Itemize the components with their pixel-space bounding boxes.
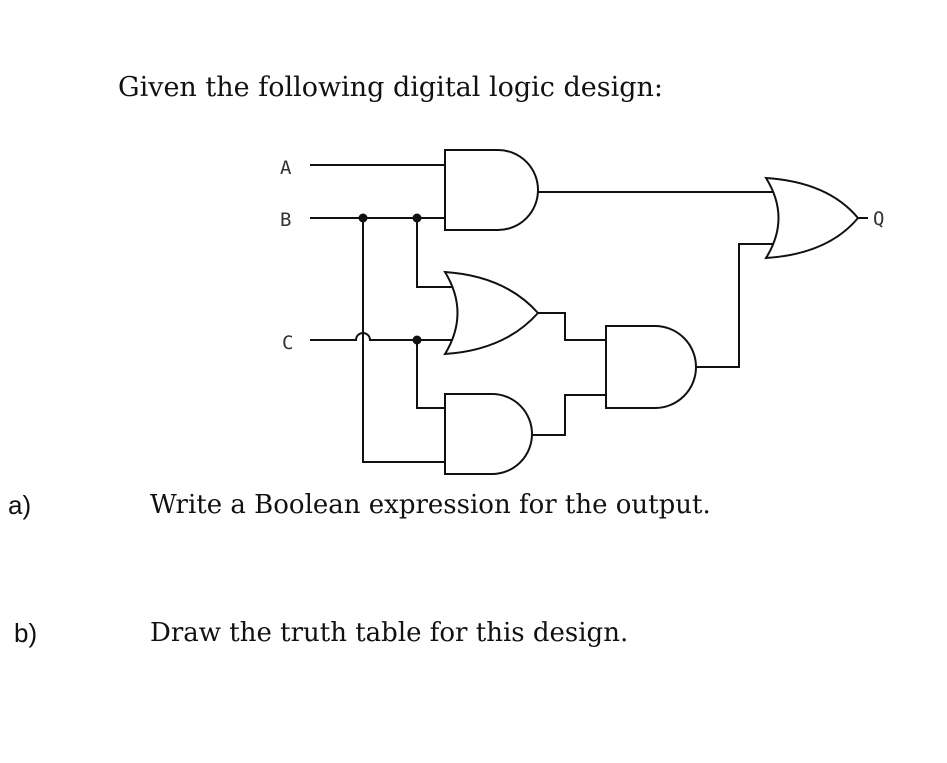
wire-c-to-and2 xyxy=(416,340,445,409)
wire-or1-to-and3 xyxy=(538,312,606,341)
input-label-c: C xyxy=(282,332,293,354)
wire-b-to-and2 xyxy=(362,218,445,463)
wire-c xyxy=(310,332,457,341)
part-a-label: a) xyxy=(8,490,32,520)
and-gate-1 xyxy=(444,149,539,231)
and-gate-2 xyxy=(444,393,533,475)
junction-dot xyxy=(358,213,368,223)
part-b-question: Draw the truth table for this design. xyxy=(150,618,629,648)
part-a-question: Write a Boolean expression for the outpu… xyxy=(150,490,711,520)
wire-and3-to-or2 xyxy=(696,243,780,368)
or-gate-2 xyxy=(764,176,860,260)
wire-b-to-or1 xyxy=(416,218,452,288)
part-b-label: b) xyxy=(14,618,38,648)
input-label-b: B xyxy=(280,209,291,231)
junction-dot xyxy=(412,213,422,223)
input-label-a: A xyxy=(280,157,292,179)
question-intro: Given the following digital logic design… xyxy=(118,72,664,103)
junction-dot xyxy=(412,335,422,345)
output-label-q: Q xyxy=(873,208,884,230)
or-gate-1 xyxy=(443,270,540,356)
wire-and2-to-and3 xyxy=(532,394,606,436)
and-gate-3 xyxy=(605,325,697,409)
